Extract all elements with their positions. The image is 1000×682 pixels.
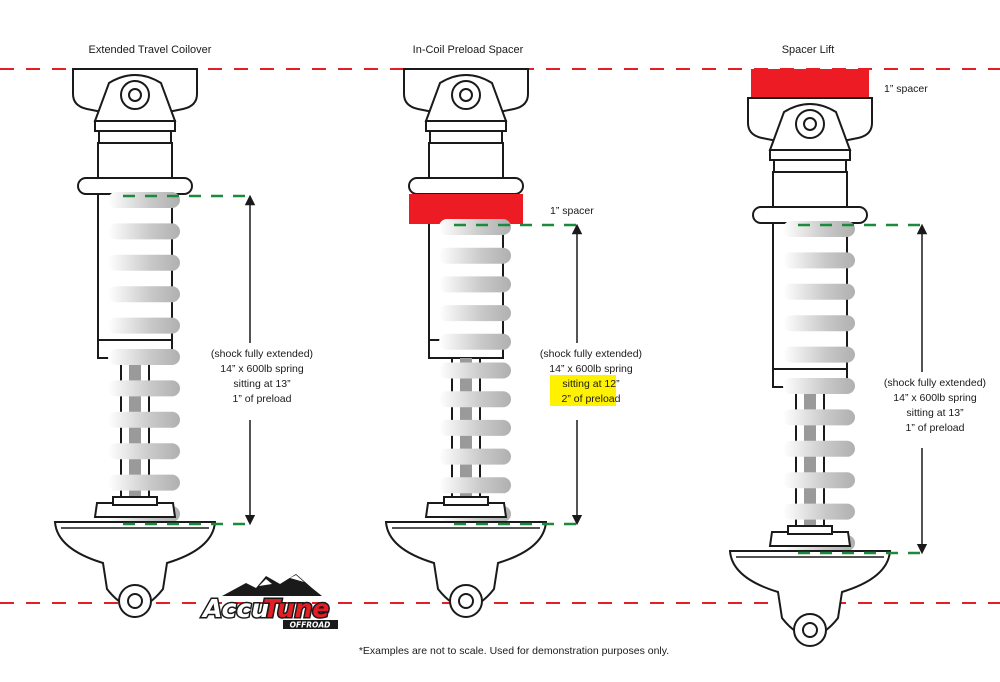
spring-coil [439, 219, 511, 235]
spacer-label-spacer-lift: 1” spacer [884, 83, 928, 95]
eyelet-hole [459, 88, 473, 102]
panel-title-spacer-lift: Spacer Lift [782, 44, 835, 56]
spring-coil [108, 286, 180, 303]
spring-coil [783, 221, 855, 237]
spring-coil [439, 391, 511, 408]
annotation-line: 1” of preload [233, 393, 292, 405]
spring-coil [439, 276, 511, 293]
cap-band [425, 120, 507, 132]
annotation-line: sitting at 13” [906, 407, 964, 419]
annotation-line: 14” x 600lb spring [893, 392, 977, 404]
lower-collar [112, 496, 158, 506]
accutune-logo: Accu Tune OFFROAD [200, 574, 338, 630]
shock-extended-travel [53, 68, 256, 618]
spring-coil [108, 443, 180, 460]
annotation-line-highlighted: 2” of preload [562, 393, 621, 405]
spring-coil [783, 472, 855, 489]
upper-spring-perch [408, 177, 524, 195]
spring-coil [783, 346, 855, 363]
spring-coil [439, 362, 511, 379]
cap-ring [429, 130, 503, 144]
annotation-line: 1” of preload [906, 422, 965, 434]
spring-coil [108, 380, 180, 397]
spring-coil [439, 305, 511, 322]
cap-ring [773, 159, 847, 173]
panel-title-extended: Extended Travel Coilover [89, 44, 212, 56]
spring-coil [783, 283, 855, 300]
logo-subtext: OFFROAD [290, 621, 331, 630]
eyelet-hole [128, 88, 142, 102]
spring-coil [439, 419, 511, 436]
lower-perch [768, 531, 852, 547]
annotation-line: 14” x 600lb spring [549, 363, 633, 375]
spring-coil [108, 349, 180, 365]
lower-collar [787, 525, 833, 535]
shock-spacer-lift [728, 69, 930, 647]
spring-coil [439, 333, 511, 350]
spring-coil [783, 409, 855, 426]
lower-eyelet-hole [127, 593, 143, 609]
lower-perch [93, 502, 177, 518]
lower-perch [424, 502, 508, 518]
spring-coil [108, 474, 180, 491]
annotation-line: 14” x 600lb spring [220, 363, 304, 375]
annotation-line: (shock fully extended) [211, 348, 313, 360]
panel-title-in-coil: In-Coil Preload Spacer [413, 44, 524, 56]
logo-word-accu: Accu [201, 594, 269, 623]
shock-in-coil-spacer [384, 68, 586, 618]
annotation-line-highlighted: sitting at 12” [562, 378, 620, 390]
spring-coil [783, 252, 855, 269]
spring-coil [783, 378, 855, 394]
spring-coil [108, 254, 180, 271]
lower-eyelet-hole [458, 593, 474, 609]
footnote: *Examples are not to scale. Used for dem… [359, 645, 669, 657]
spring-coil [108, 192, 180, 208]
spacer-label-in-coil: 1” spacer [550, 205, 594, 217]
spring-coil [108, 223, 180, 240]
cap-band [769, 149, 851, 161]
eyelet-hole [803, 117, 817, 131]
lower-collar [443, 496, 489, 506]
annotation-in-coil: (shock fully extended) 14” x 600lb sprin… [540, 348, 642, 406]
upper-spring-perch [752, 206, 868, 224]
spring-coil [108, 411, 180, 428]
highlight-box [550, 375, 616, 406]
spring-coil [439, 477, 511, 494]
top-spacer [751, 69, 869, 98]
annotation-line: (shock fully extended) [884, 377, 986, 389]
spring-coil [439, 247, 511, 264]
spring-coil [783, 315, 855, 332]
annotation-line: sitting at 13” [233, 378, 291, 390]
spring-coil [783, 440, 855, 457]
spring-coil [783, 503, 855, 520]
spring-coil [108, 317, 180, 334]
spring-coil [439, 448, 511, 465]
annotation-spacer-lift: (shock fully extended) 14” x 600lb sprin… [884, 377, 986, 434]
lower-eyelet-hole [802, 622, 818, 638]
mountain-icon [222, 574, 322, 596]
annotation-line: (shock fully extended) [540, 348, 642, 360]
annotation-extended: (shock fully extended) 14” x 600lb sprin… [211, 348, 313, 405]
logo-word-tune: Tune [263, 594, 329, 623]
cap-band [94, 120, 176, 132]
cap-ring [98, 130, 172, 144]
upper-spring-perch [77, 177, 193, 195]
